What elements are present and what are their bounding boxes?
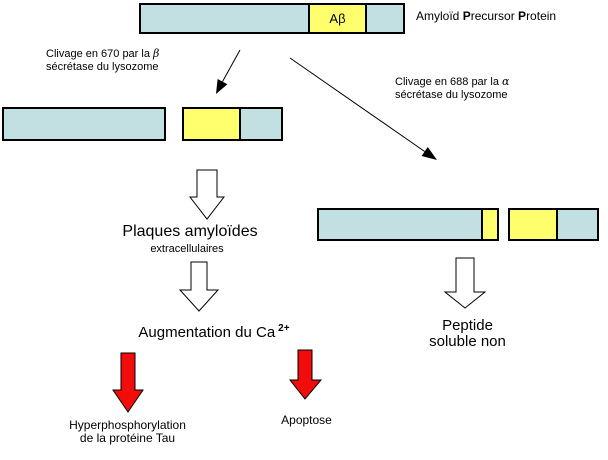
page-title: Amyloïd Precursor Protein [416, 9, 557, 24]
left-fragment-bar [2, 107, 166, 141]
right-long-yellow-segment [483, 210, 497, 239]
alpha-cleavage-text: Clivage en 688 par la [395, 76, 503, 88]
peptide-line2: soluble non [429, 333, 506, 350]
calcium-down-arrow-icon [178, 261, 220, 312]
right-long-blue-segment [319, 210, 483, 239]
title-part: rotein [526, 9, 557, 23]
peptide-label: Peptide soluble non [405, 318, 530, 350]
plaques-subtitle: extracellulaires [150, 243, 224, 255]
left-fragment-cterm-segment [241, 109, 281, 139]
beta-cleavage-text: Clivage en 670 par la [46, 48, 154, 60]
alpha-cleavage-line1: Clivage en 688 par la α [395, 75, 510, 89]
title-part: Amyloïd [416, 9, 463, 23]
apoptose-label: Apoptose [281, 413, 332, 427]
alpha-cleavage-label: Clivage en 688 par la α sécrétase du lys… [395, 75, 510, 101]
alpha-symbol: α [502, 75, 510, 88]
plaques-title: Plaques amyloïdes [122, 223, 258, 240]
app-bar-nterm-segment [141, 5, 308, 32]
tau-line2: de la protéine Tau [79, 431, 176, 445]
apoptose-red-arrow-icon [288, 349, 323, 400]
alpha-cleavage-arrow-icon [289, 57, 437, 160]
beta-cleavage-label: Clivage en 670 par la β sécrétase du lys… [46, 47, 160, 73]
app-bar-abeta-segment: Aβ [308, 5, 367, 32]
peptide-line1: Peptide [442, 317, 493, 334]
beta-cleavage-arrow-icon [216, 49, 241, 94]
tau-line1: Hyperphosphorylation [69, 418, 186, 432]
alpha-cleavage-line2: sécrétase du lysozome [395, 88, 508, 101]
beta-cleavage-line1: Clivage en 670 par la β [46, 47, 160, 61]
title-bold-p2: P [518, 9, 527, 23]
beta-cleavage-line2: sécrétase du lysozome [46, 60, 159, 73]
peptide-down-arrow-icon [443, 257, 487, 309]
title-part: recursor [470, 9, 519, 23]
app-protein-bar: Aβ [139, 3, 405, 34]
title-bold-p1: P [462, 9, 471, 23]
app-bar-cterm-segment [367, 5, 403, 32]
right-fragment-bar-short [508, 208, 599, 241]
right-short-yellow-segment [510, 210, 558, 239]
left-fragment-segment [4, 109, 164, 139]
left-abeta-fragment-bar [182, 107, 283, 141]
left-fragment-abeta-segment [184, 109, 241, 139]
right-fragment-bar-long [317, 208, 499, 241]
tau-red-arrow-icon [112, 352, 144, 413]
tau-label: Hyperphosphorylation de la protéine Tau [45, 419, 210, 445]
beta-symbol: β [153, 47, 160, 60]
plaques-down-arrow-icon [188, 169, 226, 220]
right-short-blue-segment [558, 210, 597, 239]
abeta-label: Aβ [329, 11, 346, 26]
calcium-text: Augmentation du Ca [138, 324, 276, 341]
calcium-superscript: 2+ [278, 323, 290, 334]
